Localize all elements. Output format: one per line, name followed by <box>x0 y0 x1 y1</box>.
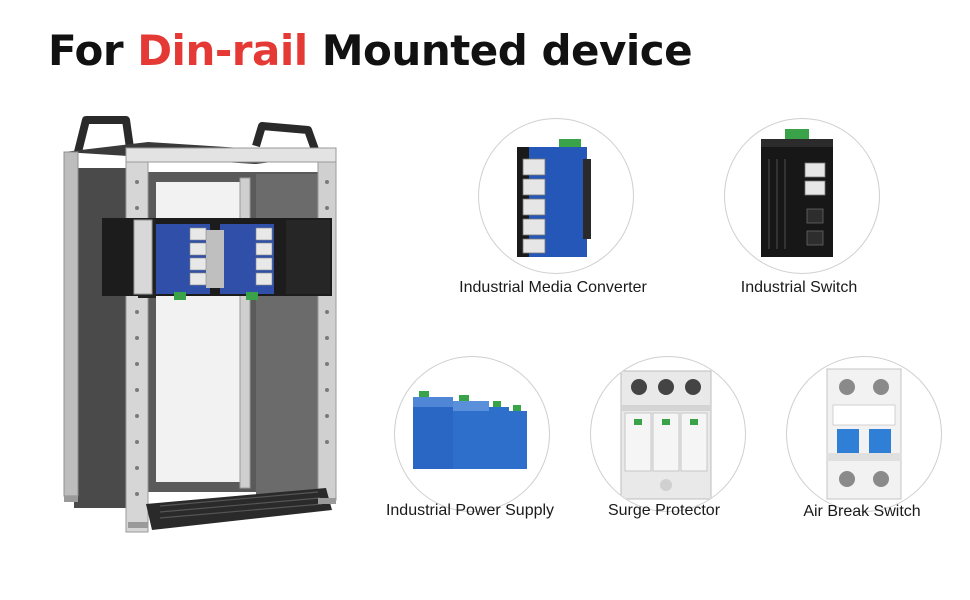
device-circle-industrial-switch <box>724 118 880 274</box>
device-circle-power-supply <box>394 356 550 512</box>
page-title: For Din-rail Mounted device <box>48 26 693 75</box>
rack-cabinet-image <box>63 116 337 533</box>
device-label-media-converter: Industrial Media Converter <box>459 279 647 296</box>
industrial-switch-icon <box>761 129 833 257</box>
surge-protector-icon <box>620 370 712 500</box>
device-label-surge-protector: Surge Protector <box>607 502 721 519</box>
device-circle-air-break-switch <box>786 356 942 512</box>
title-suffix: Mounted device <box>321 26 693 75</box>
device-label-industrial-switch: Industrial Switch <box>740 279 858 296</box>
power-supply-icon <box>413 391 527 469</box>
device-label-power-supply: Industrial Power Supply <box>385 502 555 519</box>
air-break-switch-icon <box>826 368 902 500</box>
media-converter-icon <box>517 139 591 257</box>
title-accent: Din-rail <box>137 26 308 75</box>
device-label-air-break-switch: Air Break Switch <box>803 503 921 520</box>
title-prefix: For <box>48 26 124 75</box>
device-circle-surge-protector <box>590 356 746 512</box>
device-circle-media-converter <box>478 118 634 274</box>
